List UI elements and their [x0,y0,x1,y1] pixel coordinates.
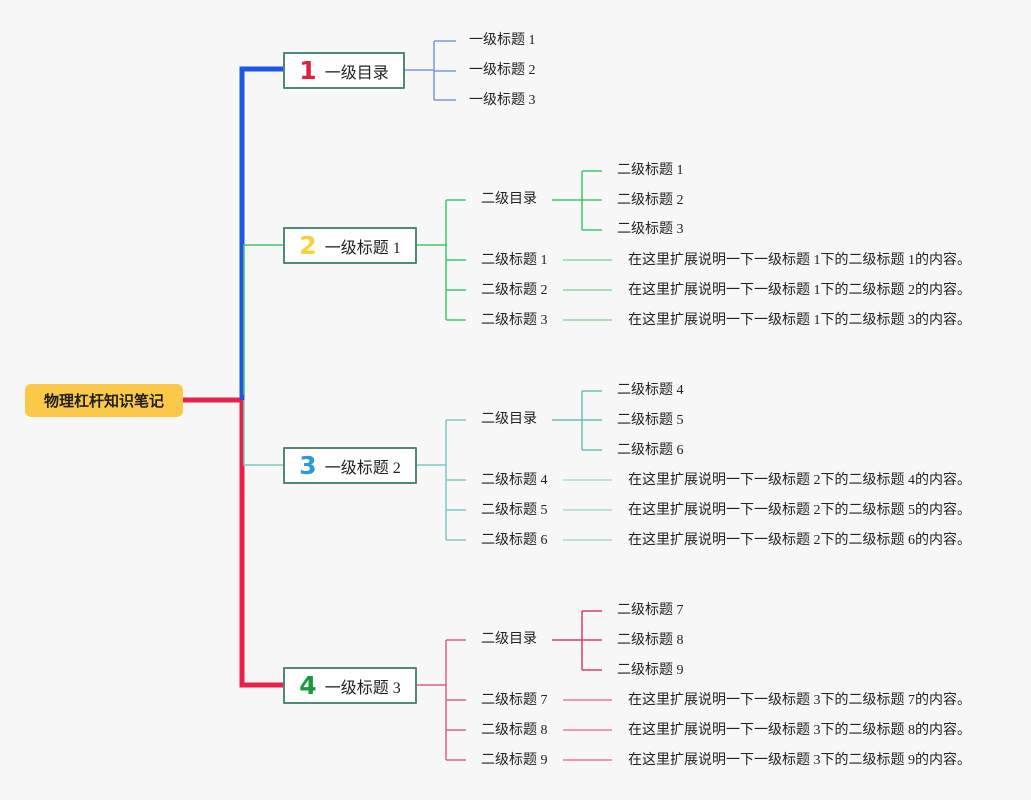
description-text[interactable]: 在这里扩展说明一下一级标题 2下的二级标题 6的内容。 [628,533,971,548]
subtopic-node[interactable]: 二级标题 8 [481,723,548,738]
leaf-node[interactable]: 二级标题 5 [617,413,684,428]
subtopic-node[interactable]: 二级标题 1 [481,253,548,268]
toc-node[interactable]: 二级目录 [481,412,537,427]
subtopic-node[interactable]: 二级标题 6 [481,533,548,548]
branch-node-1[interactable]: 1 一级目录 [283,52,405,89]
branch1-connector [404,40,456,101]
branch2-toc-connector [552,170,602,231]
subtopic-node[interactable]: 二级标题 3 [481,313,548,328]
leaf-node[interactable]: 二级标题 6 [617,443,684,458]
branch4-toc-connector [552,610,602,671]
branch-label: 一级标题 2 [324,459,401,477]
description-text[interactable]: 在这里扩展说明一下一级标题 3下的二级标题 9的内容。 [628,753,971,768]
leaf-node[interactable]: 二级标题 1 [617,163,684,178]
leaf-node[interactable]: 一级标题 3 [469,93,536,108]
root-node[interactable]: 物理杠杆知识笔记 [25,384,183,417]
number-3-icon: 3 [299,451,317,480]
branch2-desc-lines [563,259,612,321]
trunk-red [183,397,283,688]
branch2-connector [416,199,466,321]
number-2-icon: 2 [299,231,317,260]
trunk-green [243,244,283,395]
leaf-node[interactable]: 二级标题 2 [617,193,684,208]
description-text[interactable]: 在这里扩展说明一下一级标题 2下的二级标题 5的内容。 [628,503,971,518]
leaf-node[interactable]: 二级标题 8 [617,633,684,648]
branch-label: 一级标题 1 [324,239,401,257]
subtopic-node[interactable]: 二级标题 5 [481,503,548,518]
trunk-blue [239,66,283,400]
leaf-node[interactable]: 二级标题 9 [617,663,684,678]
leaf-node[interactable]: 一级标题 2 [469,63,536,78]
description-text[interactable]: 在这里扩展说明一下一级标题 1下的二级标题 1的内容。 [628,253,971,268]
leaf-node[interactable]: 二级标题 7 [617,603,684,618]
branch3-connector [416,419,466,541]
branch-label: 一级标题 3 [324,679,401,697]
subtopic-node[interactable]: 二级标题 7 [481,693,548,708]
description-text[interactable]: 在这里扩展说明一下一级标题 3下的二级标题 7的内容。 [628,693,971,708]
branch3-toc-connector [552,390,602,451]
leaf-node[interactable]: 二级标题 3 [617,222,684,237]
branch4-desc-lines [563,699,612,761]
subtopic-node[interactable]: 二级标题 4 [481,473,548,488]
trunk-teal [243,400,283,466]
subtopic-node[interactable]: 二级标题 9 [481,753,548,768]
branch4-connector [416,639,466,761]
description-text[interactable]: 在这里扩展说明一下一级标题 1下的二级标题 2的内容。 [628,283,971,298]
number-1-icon: 1 [299,56,317,85]
branch-node-2[interactable]: 2 一级标题 1 [283,227,417,264]
branch-node-3[interactable]: 3 一级标题 2 [283,447,417,484]
leaf-node[interactable]: 一级标题 1 [469,33,536,48]
toc-node[interactable]: 二级目录 [481,192,537,207]
number-4-icon: 4 [299,671,317,700]
leaf-node[interactable]: 二级标题 4 [617,383,684,398]
branch3-desc-lines [563,479,612,541]
toc-node[interactable]: 二级目录 [481,632,537,647]
description-text[interactable]: 在这里扩展说明一下一级标题 3下的二级标题 8的内容。 [628,723,971,738]
subtopic-node[interactable]: 二级标题 2 [481,283,548,298]
branch-node-4[interactable]: 4 一级标题 3 [283,667,417,704]
branch-label: 一级目录 [324,64,389,82]
description-text[interactable]: 在这里扩展说明一下一级标题 1下的二级标题 3的内容。 [628,313,971,328]
description-text[interactable]: 在这里扩展说明一下一级标题 2下的二级标题 4的内容。 [628,473,971,488]
